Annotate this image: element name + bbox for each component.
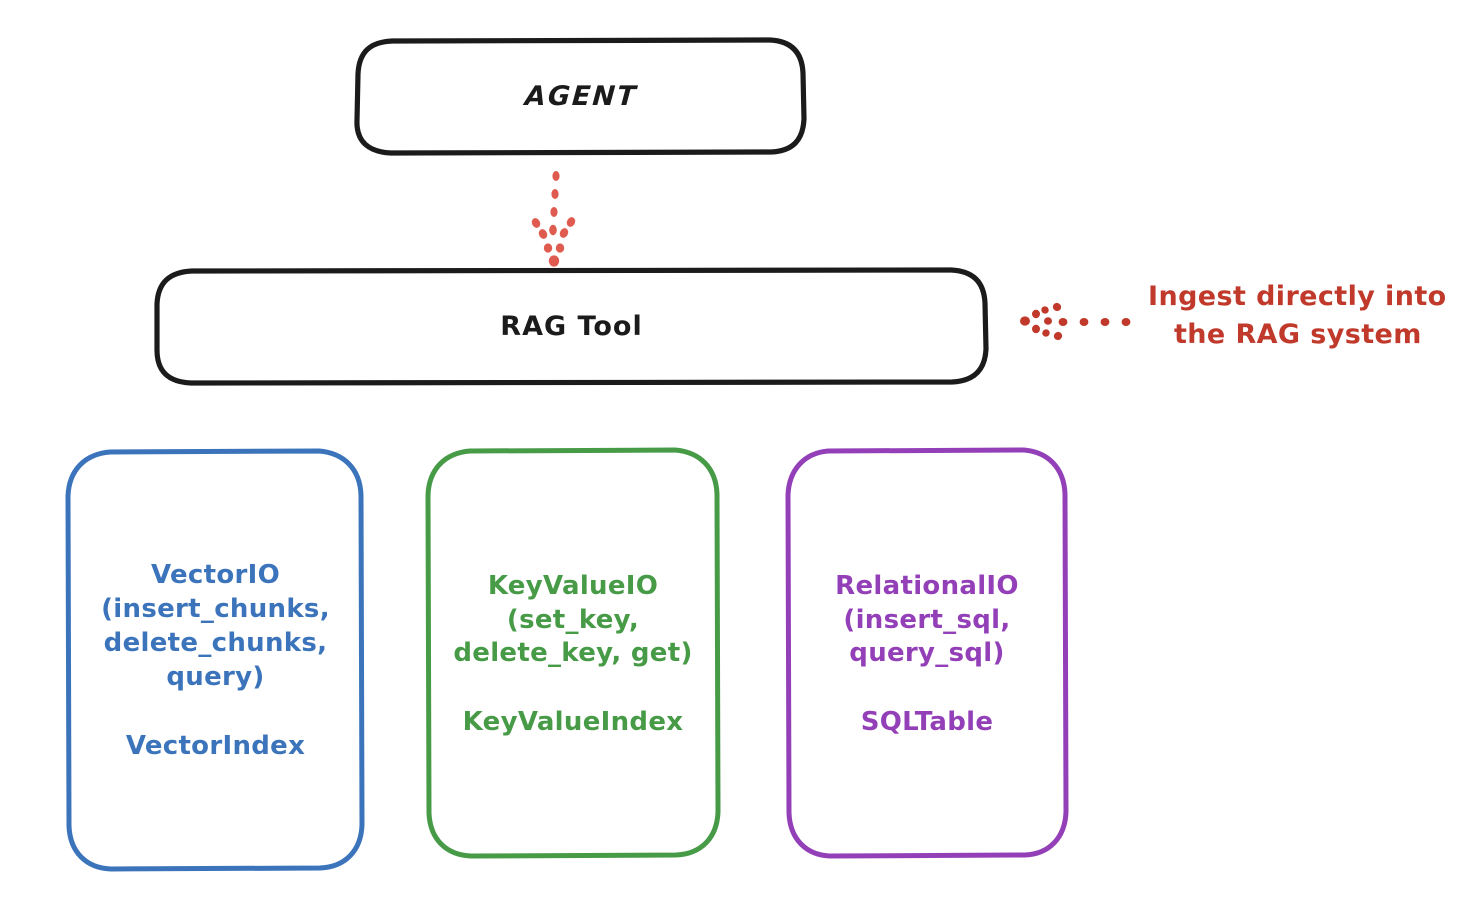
agent-label: AGENT [523,80,639,112]
relational-io-sublabel: SQLTable [860,707,994,738]
key-value-io-label: KeyValueIO (set_key, delete_key, get) [453,570,693,669]
rag-tool-label: RAG Tool [500,310,643,342]
relational-io-box-outline [785,447,1069,859]
vector-io-box-outline [65,448,365,872]
vector-io-sublabel: VectorIndex [125,730,306,761]
node-rag-tool[interactable]: RAG Tool [157,270,986,383]
node-relational-io[interactable]: RelationalIO (insert_sql, query_sql) SQL… [788,450,1066,857]
agent-to-rag-connector-icon [531,171,576,267]
agent-box-outline [354,37,807,156]
node-agent[interactable]: AGENT [358,40,804,153]
ingest-annotation-line-1: Ingest directly into [1148,281,1447,312]
vector-io-label: VectorIO (insert_chunks, delete_chunks, … [101,560,330,692]
relational-io-label: RelationalIO (insert_sql, query_sql) [835,570,1019,669]
ingest-annotation-line-2: the RAG system [1174,319,1422,351]
ingest-arrow-icon [1020,302,1131,341]
key-value-io-box-outline [425,447,721,859]
node-vector-io[interactable]: VectorIO (insert_chunks, delete_chunks, … [68,450,363,870]
key-value-io-sublabel: KeyValueIndex [462,707,684,738]
node-key-value-io[interactable]: KeyValueIO (set_key, delete_key, get) Ke… [428,450,718,857]
ingest-annotation: Ingest directly into the RAG system [1148,278,1478,355]
rag-tool-box-outline [154,267,989,386]
